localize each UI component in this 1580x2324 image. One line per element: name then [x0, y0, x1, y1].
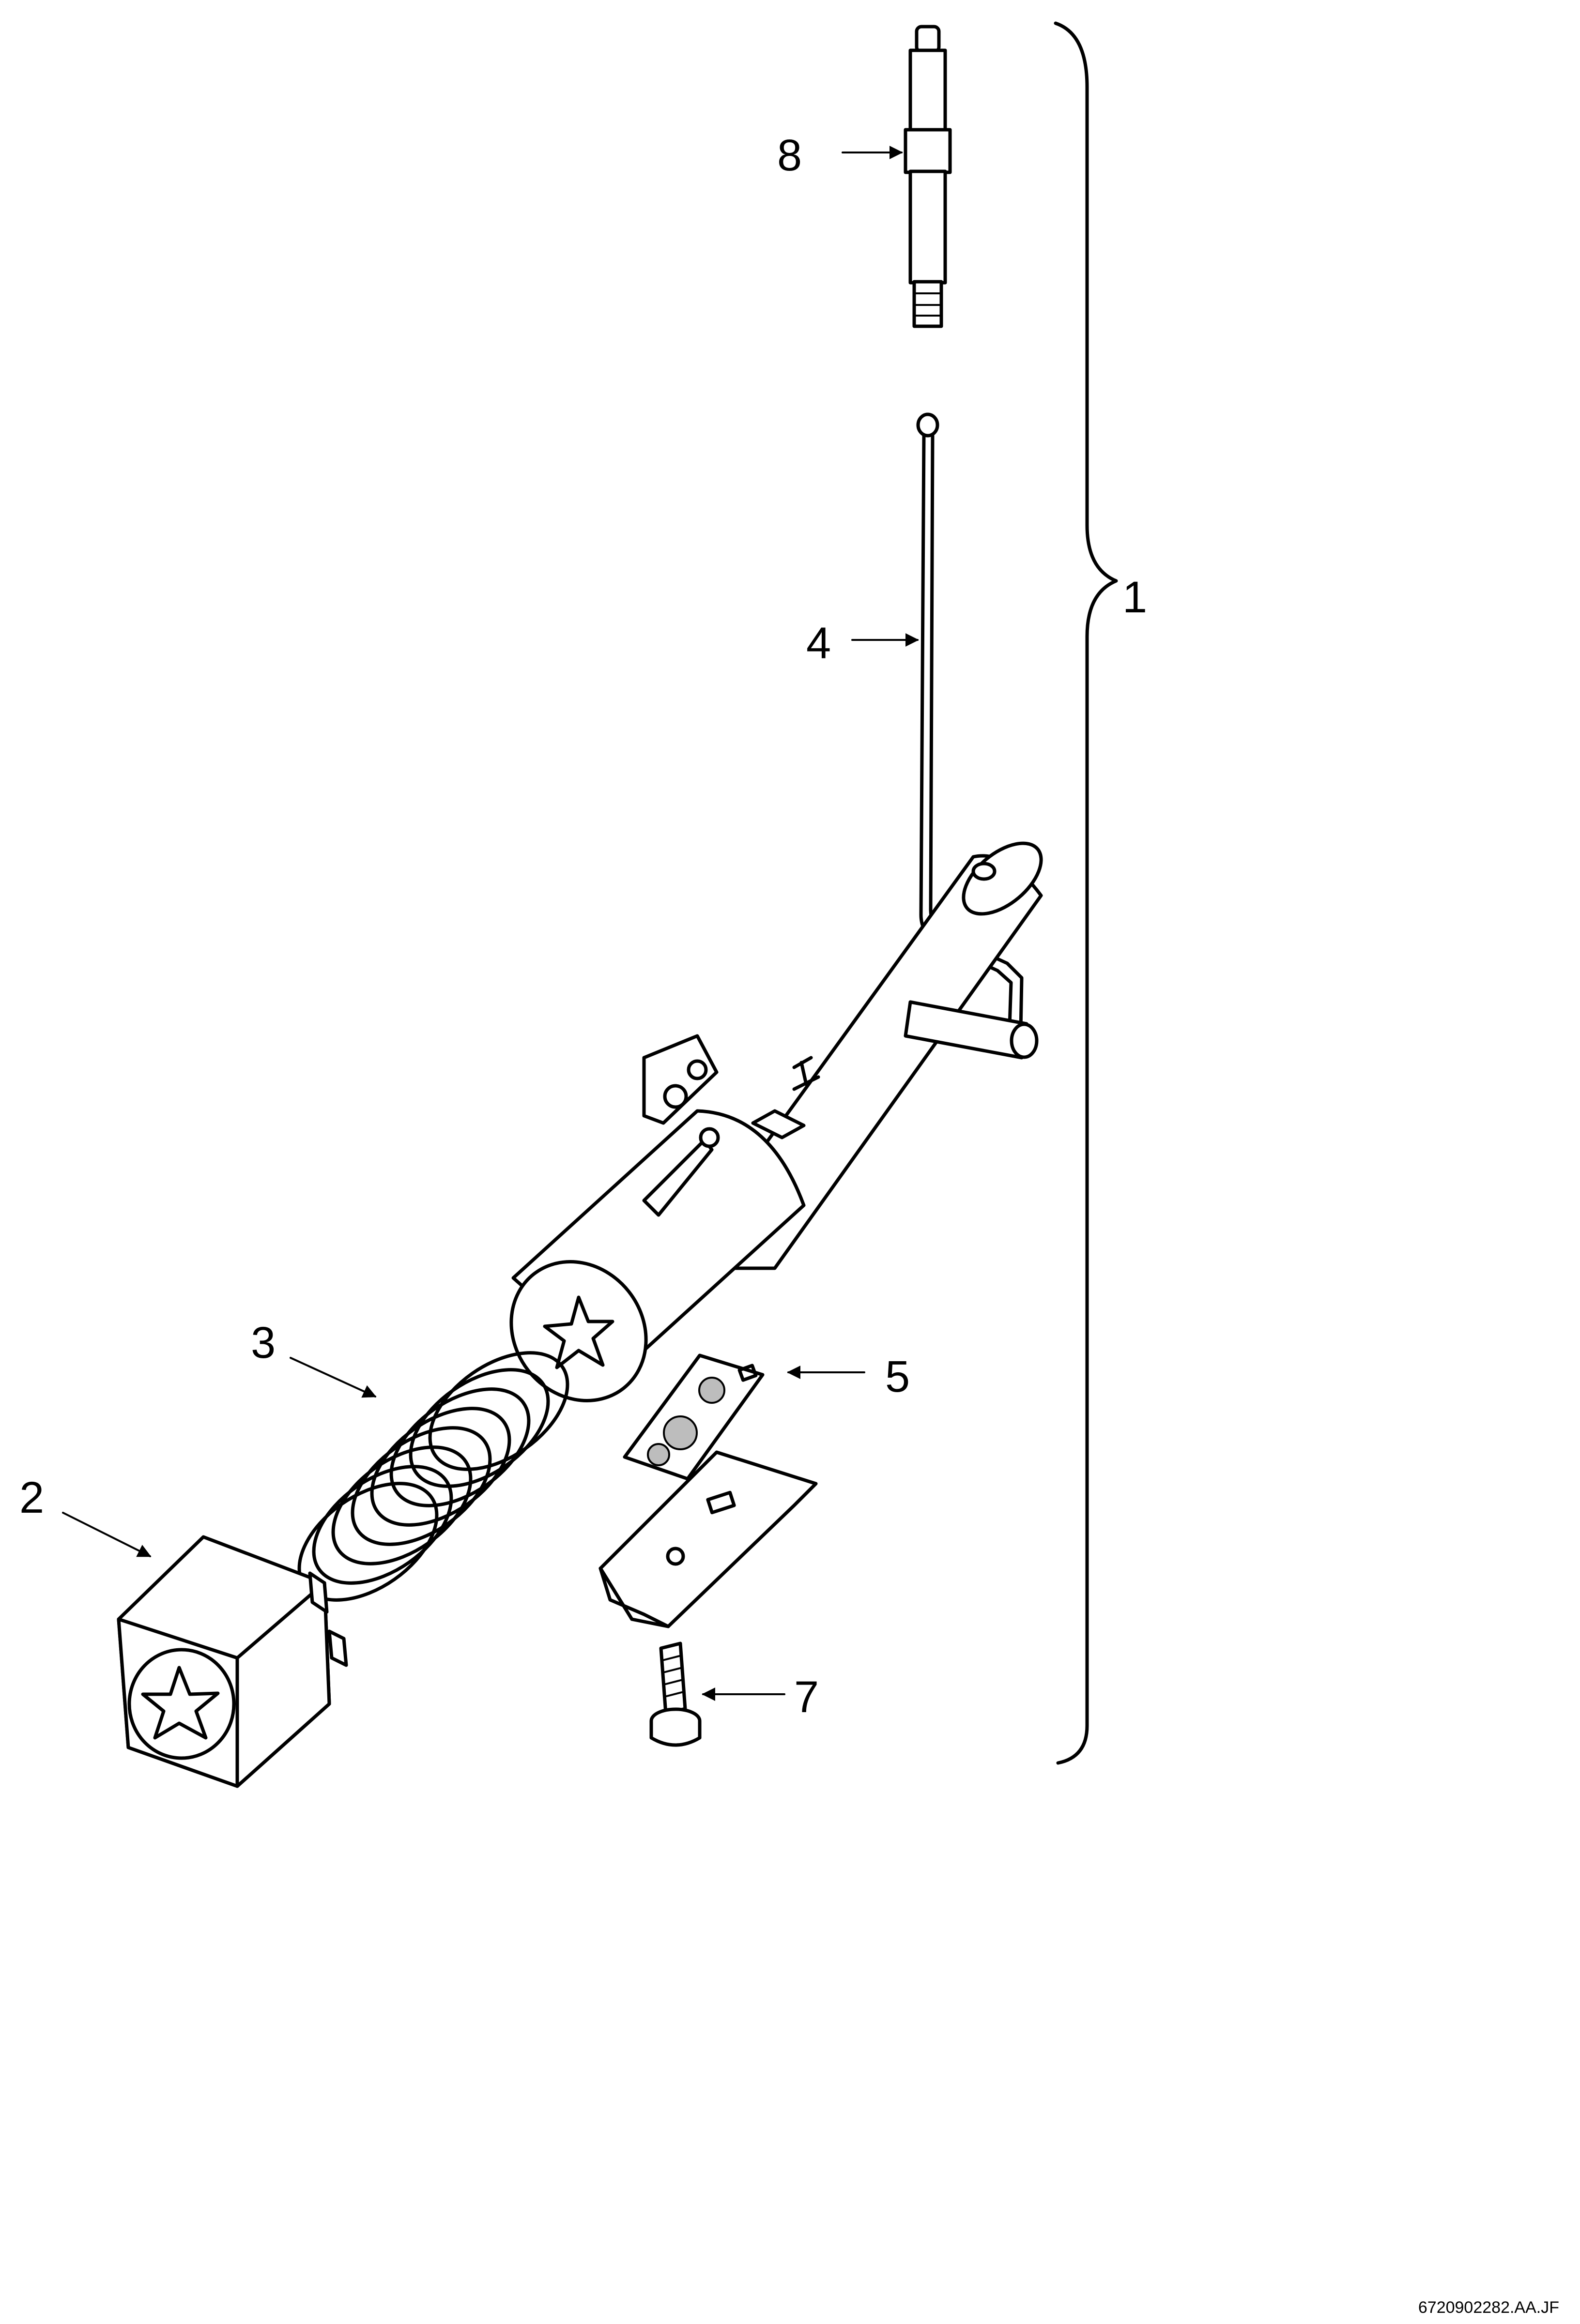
part-7-screw	[649, 1641, 702, 1747]
leader-2	[62, 1512, 152, 1557]
leader-3	[290, 1357, 377, 1398]
callout-3: 3	[251, 1318, 276, 1367]
bracket-plate	[598, 1450, 818, 1628]
document-reference: 6720902282.AA.JF	[1418, 2298, 1559, 2317]
part-3-spring	[297, 1351, 569, 1602]
part-5-contact	[623, 1353, 765, 1481]
part-2-knob	[117, 1535, 348, 1788]
part-8-pin	[904, 25, 952, 328]
callout-7: 7	[794, 1672, 819, 1722]
callout-2: 2	[19, 1473, 44, 1522]
callout-8: 8	[777, 131, 802, 180]
main-tube-assembly	[509, 841, 1043, 1402]
callout-1: 1	[1122, 573, 1147, 622]
callout-5: 5	[885, 1352, 910, 1401]
callout-4: 4	[806, 619, 831, 668]
assembly-brace	[1054, 21, 1118, 1765]
